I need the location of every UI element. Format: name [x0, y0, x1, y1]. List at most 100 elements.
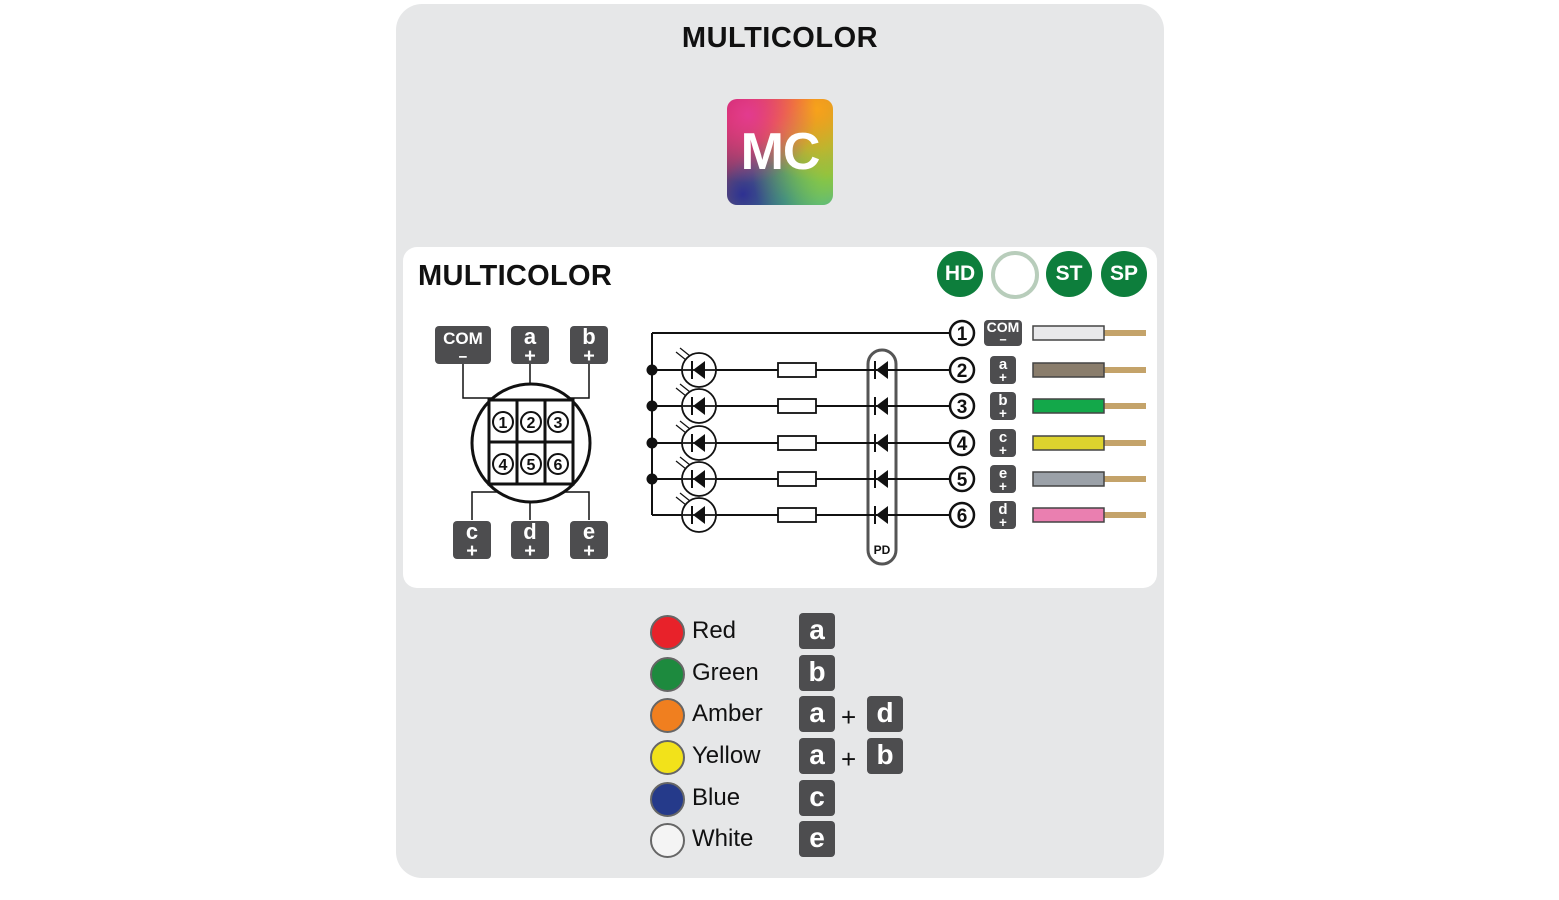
bottom-pin-label-0-letter: c — [466, 519, 478, 544]
led-triangle-3 — [693, 470, 705, 488]
output-pin-number-5: 5 — [957, 470, 968, 491]
wire-key-b: b — [799, 655, 835, 691]
color-label: Blue — [692, 784, 741, 811]
output-label-1-letter: a — [999, 356, 1008, 373]
output-label-3-letter: c — [999, 429, 1007, 446]
wire-key-c: c — [799, 780, 835, 816]
color-label: Red — [692, 617, 737, 644]
pin-circle-1 — [492, 411, 514, 433]
logo-text: MC — [740, 123, 821, 181]
color-swatch — [650, 823, 685, 858]
pin-number-1: 1 — [499, 415, 508, 432]
output-pin-number-3: 3 — [957, 397, 968, 418]
bottom-pin-label-2-letter: e — [583, 519, 595, 544]
output-pin-number-2: 2 — [957, 361, 968, 382]
output-pin-number-1: 1 — [957, 324, 968, 345]
pin-circle-3 — [547, 411, 569, 433]
output-label-2-box — [990, 392, 1016, 420]
color-label: Yellow — [692, 742, 761, 769]
led-triangle-1 — [693, 397, 705, 415]
bottom-pin-label-2-sign: + — [583, 540, 595, 562]
output-label-4-sign: + — [999, 479, 1007, 494]
badge-empty — [991, 251, 1039, 299]
wire-tip-5 — [1104, 512, 1146, 518]
bottom-pin-label-0-sign: + — [466, 540, 478, 562]
pin-circle-6 — [547, 453, 569, 475]
wire-key-b: b — [867, 738, 903, 774]
pin-number-3: 3 — [554, 415, 563, 432]
top-pin-label-1-sign: + — [524, 345, 536, 367]
led-ray-1 — [679, 383, 691, 393]
wire-tip-3 — [1104, 440, 1146, 446]
led-triangle-4 — [693, 506, 705, 524]
pd-diode-1 — [876, 397, 888, 415]
color-swatch — [650, 740, 685, 775]
pd-diode-4 — [876, 506, 888, 524]
badge-st: ST — [1046, 251, 1092, 297]
wire-5 — [1032, 507, 1105, 523]
output-label-0-box — [984, 320, 1022, 346]
pd-diode-2 — [876, 434, 888, 452]
output-label-1-box — [990, 356, 1016, 384]
resistor-2 — [777, 435, 817, 451]
junction-dot-1 — [646, 400, 658, 412]
pd-capsule — [866, 348, 898, 566]
multicolor-logo: MC — [727, 99, 833, 205]
pd-label: PD — [874, 543, 891, 557]
resistor-4 — [777, 507, 817, 523]
wire-key-d: d — [867, 696, 903, 732]
pin-number-6: 6 — [554, 457, 563, 474]
wire-0 — [1032, 325, 1105, 341]
output-pin-circle-1 — [948, 319, 976, 347]
wire-tip-2 — [1104, 403, 1146, 409]
led-ray-2 — [679, 420, 691, 430]
top-pin-label-2-sign: + — [583, 345, 595, 367]
output-label-0-sign: − — [999, 333, 1006, 347]
led-triangle-2 — [693, 434, 705, 452]
output-label-1-sign: + — [999, 370, 1007, 385]
top-pin-label-1-box — [511, 326, 549, 364]
wire-tip-0 — [1104, 330, 1146, 336]
pin-number-5: 5 — [527, 457, 536, 474]
page-title: MULTICOLOR — [681, 22, 879, 54]
color-label: White — [692, 825, 754, 852]
led-ray-4 — [679, 492, 691, 502]
top-pin-label-2-box — [570, 326, 608, 364]
pin-number-2: 2 — [527, 415, 536, 432]
output-pin-circle-6 — [948, 501, 976, 529]
output-pin-number-6: 6 — [957, 506, 968, 527]
output-label-0-letter: COM — [987, 319, 1020, 335]
pd-diode-0 — [876, 361, 888, 379]
top-pin-label-2-letter: b — [582, 324, 595, 349]
led-schematic: PD — [646, 332, 950, 566]
junction-dot-2 — [646, 437, 658, 449]
output-label-3-sign: + — [999, 443, 1007, 458]
output-label-2-sign: + — [999, 406, 1007, 421]
output-label-4-box — [990, 465, 1016, 493]
led-ray-0 — [679, 347, 691, 357]
bottom-pin-label-1-box — [511, 521, 549, 559]
badge-hd: HD — [937, 251, 983, 297]
led-ray2-0 — [675, 351, 687, 361]
led-triangle-0 — [693, 361, 705, 379]
bottom-pin-label-2-box — [570, 521, 608, 559]
output-label-5-letter: d — [998, 501, 1007, 518]
output-pin-circle-5 — [948, 465, 976, 493]
bottom-pin-label-1-letter: d — [523, 519, 536, 544]
wire-key-e: e — [799, 821, 835, 857]
top-pin-label-1-letter: a — [524, 324, 537, 349]
pin-circle-5 — [520, 453, 542, 475]
wire-key-a: a — [799, 613, 835, 649]
junction-dot-3 — [646, 473, 658, 485]
junction-dot-0 — [646, 364, 658, 376]
panel-title: MULTICOLOR — [418, 260, 613, 292]
output-label-2-letter: b — [998, 392, 1007, 409]
led-ray2-2 — [675, 424, 687, 434]
pin-number-4: 4 — [499, 457, 508, 474]
wire-2 — [1032, 398, 1105, 414]
plus-sign: + — [841, 702, 857, 732]
top-pin-label-0-sign: − — [459, 349, 468, 366]
color-swatch — [650, 698, 685, 733]
